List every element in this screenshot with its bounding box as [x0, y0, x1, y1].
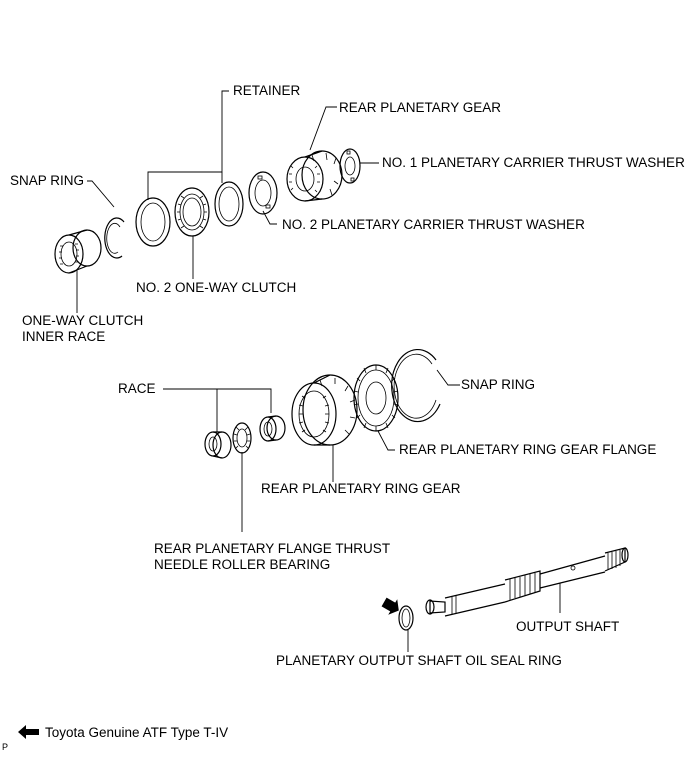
- snap-ring-lower-part: [391, 348, 441, 423]
- no2-carrier-thrust-washer-part: [248, 171, 278, 215]
- label-one-way-clutch-inner-race-line2: INNER RACE: [22, 329, 106, 344]
- label-snap-ring-upper: SNAP RING: [10, 173, 85, 188]
- legend: Toyota Genuine ATF Type T-IV: [18, 722, 228, 742]
- flange-thrust-needle-bearing-part: [232, 422, 252, 454]
- label-no2-one-way-clutch: NO. 2 ONE-WAY CLUTCH: [136, 280, 297, 295]
- legend-text: Toyota Genuine ATF Type T-IV: [45, 724, 229, 740]
- label-no1-carrier-thrust-washer: NO. 1 PLANETARY CARRIER THRUST WASHER: [382, 155, 685, 170]
- label-one-way-clutch-inner-race-line1: ONE-WAY CLUTCH: [22, 313, 144, 328]
- oil-seal-ring-part: [398, 605, 414, 631]
- label-flange-bearing-line1: REAR PLANETARY FLANGE THRUST: [154, 541, 391, 556]
- rear-planetary-ring-gear-part: [291, 374, 358, 446]
- label-output-shaft: OUTPUT SHAFT: [516, 619, 620, 634]
- label-snap-ring-lower: SNAP RING: [461, 377, 536, 392]
- output-shaft-part: [425, 547, 629, 617]
- corner-mark: P: [2, 742, 9, 752]
- no1-carrier-thrust-washer-part: [339, 148, 361, 184]
- label-oil-seal-ring: PLANETARY OUTPUT SHAFT OIL SEAL RING: [276, 653, 562, 668]
- ring-gear-flange-part: [353, 364, 399, 432]
- label-ring-gear-flange: REAR PLANETARY RING GEAR FLANGE: [399, 442, 657, 457]
- atf-apply-arrow-icon: [381, 597, 399, 615]
- one-way-clutch-inner-race-part: [54, 229, 102, 274]
- label-no2-carrier-thrust-washer: NO. 2 PLANETARY CARRIER THRUST WASHER: [282, 217, 585, 232]
- snap-ring-upper-part: [104, 217, 125, 259]
- label-rear-planetary-ring-gear: REAR PLANETARY RING GEAR: [261, 481, 461, 496]
- label-flange-bearing-line2: NEEDLE ROLLER BEARING: [154, 557, 331, 572]
- label-retainer: RETAINER: [233, 83, 301, 98]
- no2-one-way-clutch-part: [174, 187, 210, 237]
- label-race: RACE: [118, 381, 156, 396]
- retainer-ring-part: [135, 197, 171, 247]
- leader-lines: [76, 90, 561, 652]
- race-left-part: [204, 431, 232, 459]
- rear-planetary-gear-part: [286, 150, 343, 202]
- race-right-part: [259, 415, 286, 442]
- label-rear-planetary-gear: REAR PLANETARY GEAR: [339, 100, 502, 115]
- retainer-ring-second-part: [214, 181, 244, 227]
- filled-arrow-left-icon: [18, 725, 39, 739]
